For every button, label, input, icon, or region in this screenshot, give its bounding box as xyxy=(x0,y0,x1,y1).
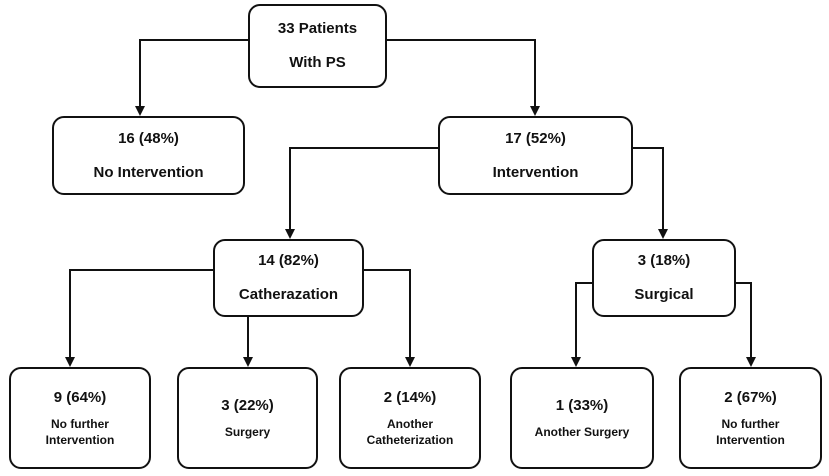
cath-another-cath-label: Another Catheterization xyxy=(366,417,454,447)
catheterization-label: Catherazation xyxy=(238,286,339,303)
cath-no-further-count: 9 (64%) xyxy=(53,389,107,406)
intervention-count: 17 (52%) xyxy=(505,129,566,147)
arrow-intervention-to-catheterization xyxy=(285,147,438,239)
no-intervention-label: No Intervention xyxy=(93,163,204,181)
arrow-intervention-to-surgical xyxy=(633,147,668,239)
intervention-node: 17 (52%) Intervention xyxy=(438,116,633,195)
cath-surgery-count: 3 (22%) xyxy=(221,397,274,414)
surgical-count: 3 (18%) xyxy=(637,252,691,269)
surg-another-surgery-label: Another Surgery xyxy=(534,425,630,439)
arrow-surgical-to-another-surgery xyxy=(571,282,592,367)
surg-another-surgery-count: 1 (33%) xyxy=(555,397,609,414)
cath-another-cath-node: 2 (14%) Another Catheterization xyxy=(339,367,481,469)
cath-surgery-label: Surgery xyxy=(224,425,271,439)
cath-no-further-node: 9 (64%) No further Intervention xyxy=(9,367,151,469)
surgical-node: 3 (18%) Surgical xyxy=(592,239,736,317)
cath-another-cath-count: 2 (14%) xyxy=(383,389,437,406)
arrow-catheterization-to-no-further xyxy=(65,269,213,367)
arrow-root-to-intervention xyxy=(387,39,540,116)
surg-no-further-label: No further Intervention xyxy=(716,417,785,447)
arrow-catheterization-to-another-cath xyxy=(364,269,415,367)
arrow-surgical-to-no-further xyxy=(736,282,756,367)
cath-no-further-label: No further Intervention xyxy=(45,417,115,447)
cath-surgery-node: 3 (22%) Surgery xyxy=(177,367,318,469)
surg-another-surgery-node: 1 (33%) Another Surgery xyxy=(510,367,654,469)
surgical-label: Surgical xyxy=(634,286,694,303)
catheterization-node: 14 (82%) Catherazation xyxy=(213,239,364,317)
arrow-root-to-no-intervention xyxy=(135,39,248,116)
root-count: 33 Patients xyxy=(277,20,358,37)
root-node: 33 Patients With PS xyxy=(248,4,387,88)
catheterization-count: 14 (82%) xyxy=(258,252,319,269)
surg-no-further-node: 2 (67%) No further Intervention xyxy=(679,367,822,469)
root-label: With PS xyxy=(289,54,346,71)
no-intervention-count: 16 (48%) xyxy=(118,129,179,147)
intervention-label: Intervention xyxy=(492,163,579,181)
surg-no-further-count: 2 (67%) xyxy=(724,389,777,406)
no-intervention-node: 16 (48%) No Intervention xyxy=(52,116,245,195)
